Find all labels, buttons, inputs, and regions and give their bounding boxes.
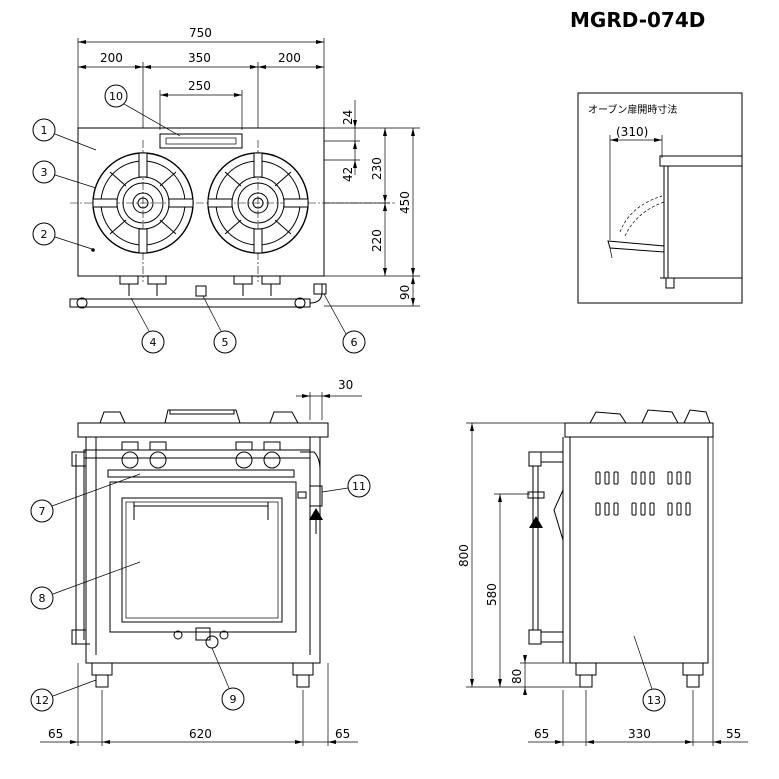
dim-65-left: 65 (48, 727, 63, 741)
dim-350: 350 (188, 51, 211, 65)
callout-7: 7 (30, 473, 141, 523)
callout-9: 9 (211, 647, 245, 711)
dim-55: 55 (726, 727, 741, 741)
dim-580: 580 (485, 583, 499, 606)
oven-door-open-inset: オーブン扉開時寸法 (310) (577, 92, 743, 304)
callout-11: 11 (321, 474, 371, 498)
dim-800: 800 (457, 544, 471, 567)
dim-620: 620 (189, 727, 212, 741)
dim-330: 330 (628, 727, 651, 741)
callout-4: 4 (130, 297, 165, 354)
svg-text:3: 3 (41, 166, 48, 179)
svg-text:10: 10 (109, 90, 123, 103)
top-view: 750 200 350 200 250 (32, 26, 420, 354)
inset-caption: オーブン扉開時寸法 (588, 103, 677, 116)
callout-13: 13 (633, 635, 666, 712)
svg-text:11: 11 (352, 480, 366, 493)
dim-230: 230 (370, 157, 384, 180)
dim-750: 750 (189, 26, 212, 40)
dim-450: 450 (398, 191, 412, 214)
dim-250: 250 (188, 79, 211, 93)
dim-side-65: 65 (534, 727, 549, 741)
svg-text:6: 6 (351, 336, 358, 349)
dim-42: 42 (341, 167, 355, 182)
svg-text:5: 5 (222, 336, 229, 349)
svg-text:9: 9 (230, 693, 237, 706)
callout-10: 10 (104, 84, 181, 137)
svg-text:13: 13 (647, 694, 661, 707)
callout-1: 1 (32, 118, 97, 151)
model-title: MGRD-074D (570, 8, 705, 32)
callout-12: 12 (30, 679, 97, 712)
front-view: 30 65 620 65 7 8 11 9 (30, 378, 371, 746)
svg-text:7: 7 (39, 505, 46, 518)
dim-310: (310) (616, 125, 648, 139)
svg-text:12: 12 (35, 694, 49, 707)
callout-2: 2 (32, 222, 93, 250)
callout-3: 3 (32, 160, 97, 189)
svg-text:2: 2 (41, 228, 48, 241)
dim-65-right: 65 (335, 727, 350, 741)
svg-text:1: 1 (41, 124, 48, 137)
dim-200-right: 200 (278, 51, 301, 65)
dim-220: 220 (370, 229, 384, 252)
dim-90: 90 (398, 285, 412, 300)
side-view: 800 580 80 65 330 55 13 (457, 409, 748, 746)
dim-200-left: 200 (100, 51, 123, 65)
dim-30: 30 (338, 378, 353, 392)
dim-24: 24 (341, 110, 355, 125)
callout-5: 5 (202, 295, 237, 354)
svg-text:8: 8 (39, 592, 46, 605)
callout-6: 6 (323, 293, 366, 354)
svg-text:4: 4 (150, 336, 157, 349)
dim-80: 80 (510, 669, 524, 684)
callout-8: 8 (30, 561, 141, 610)
